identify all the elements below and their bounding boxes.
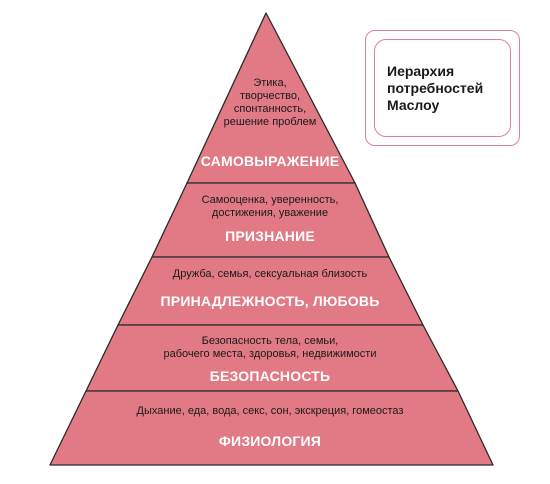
level-belonging: Дружба, семья, сексуальная близость ПРИН… — [117, 256, 424, 326]
level-description-line: Дыхание, еда, вода, секс, сон, экскреция… — [137, 405, 404, 417]
title-line: потребностей — [387, 79, 484, 96]
level-self-actualization: Этика, творчество, спонтанность, решение… — [186, 12, 356, 184]
level-description-line: достижения, уважение — [212, 207, 328, 219]
level-description-line: творчество, — [240, 90, 300, 102]
level-name: БЕЗОПАСНОСТЬ — [210, 368, 331, 384]
level-description-line: решение проблем — [224, 116, 317, 128]
title-frame: Иерархия потребностей Маслоу — [365, 30, 520, 146]
level-description-line: Этика, — [253, 77, 286, 89]
level-safety: Безопасность тела, семьи, рабочего места… — [85, 324, 459, 392]
level-description-line: Дружба, семья, сексуальная близость — [173, 268, 368, 280]
level-description-line: спонтанность, — [234, 103, 306, 115]
level-description-line: Безопасность тела, семьи, — [202, 335, 339, 347]
title-line: Иерархия — [387, 62, 455, 79]
level-shape — [49, 390, 494, 466]
title-inner-frame: Иерархия потребностей Маслоу — [374, 39, 511, 137]
level-esteem: Самооценка, уверенность, достижения, ува… — [151, 182, 390, 258]
title-line: Маслоу — [387, 96, 440, 113]
level-physiology: Дыхание, еда, вода, секс, сон, экскреция… — [49, 390, 494, 466]
level-name: ПРИЗНАНИЕ — [225, 228, 315, 244]
diagram-title: Иерархия потребностей Маслоу — [387, 63, 483, 114]
level-name: ПРИНАДЛЕЖНОСТЬ, ЛЮБОВЬ — [161, 293, 380, 309]
level-description-line: Самооценка, уверенность, — [202, 194, 339, 206]
level-name: ФИЗИОЛОГИЯ — [219, 433, 321, 449]
level-description-line: рабочего места, здоровья, недвижимости — [164, 348, 377, 360]
level-name: САМОВЫРАЖЕНИЕ — [201, 153, 340, 169]
